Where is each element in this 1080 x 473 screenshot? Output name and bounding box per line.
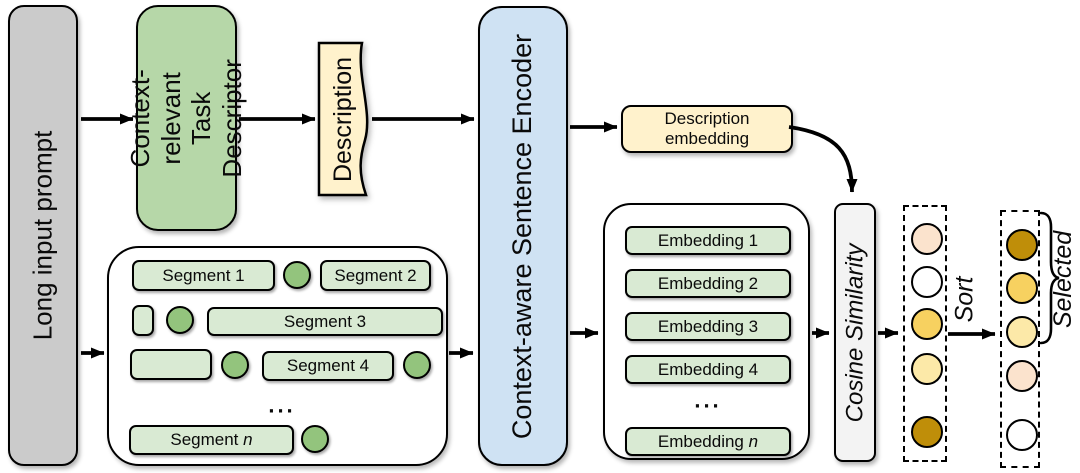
- task-descriptor-node: Context-relevant Task Descriptor: [125, 5, 247, 231]
- score-circle-white: [911, 266, 943, 298]
- embedding-2-label: Embedding 2: [657, 273, 759, 293]
- segments-ellipsis: ...: [268, 392, 296, 418]
- embedding-n-symbol: n: [748, 431, 759, 451]
- score-circle-pale-yellow: [911, 353, 943, 385]
- segment-separator-circle: [301, 425, 329, 453]
- embedding-n-label: Embedding: [657, 431, 744, 451]
- embedding-4-label: Embedding 4: [657, 359, 759, 379]
- segment-2-chip: Segment 2: [320, 260, 431, 291]
- selected-label: Selected: [1049, 230, 1078, 328]
- score-circle-peach: [911, 223, 943, 255]
- document-shape-icon: [317, 41, 369, 197]
- segment-n-symbol: n: [243, 430, 253, 449]
- selected-group: Selected: [1044, 230, 1080, 327]
- description-label: Description: [329, 56, 358, 182]
- segment-separator-circle: [283, 261, 311, 289]
- embedding-1-chip: Embedding 1: [625, 226, 791, 255]
- segment-3-label: Segment 3: [283, 311, 367, 331]
- embeddings-ellipsis: ...: [694, 387, 722, 413]
- score-circle-dark-gold: [1006, 229, 1038, 261]
- sorted-scores-column: [1000, 210, 1040, 468]
- score-circle-white: [1006, 419, 1038, 451]
- description-embedding-node: Description embedding: [621, 105, 793, 153]
- embedding-3-chip: Embedding 3: [625, 312, 791, 341]
- segment-n-label: Segment: [170, 430, 239, 449]
- sentence-encoder-node: Context-aware Sentence Encoder: [478, 6, 568, 466]
- segment-separator-circle: [221, 351, 249, 379]
- cosine-similarity-node: Cosine Similarity: [834, 203, 876, 462]
- long-input-prompt-node: Long input prompt: [8, 5, 78, 466]
- description-document-shape: Description: [316, 40, 372, 198]
- sort-step: Sort: [938, 269, 992, 329]
- sort-label: Sort: [950, 276, 979, 322]
- segment-1-label: Segment 1: [162, 265, 245, 285]
- segment-3-chip: Segment 3: [207, 307, 443, 336]
- unsorted-scores-column: [903, 205, 947, 462]
- segment-1-chip: Segment 1: [132, 260, 275, 291]
- score-circle-gold: [911, 308, 943, 340]
- long-input-prompt-label: Long input prompt: [27, 130, 58, 341]
- embedding-4-chip: Embedding 4: [625, 355, 791, 384]
- segments-container: Segment 1 Segment 2 Segment 3 Segment 4 …: [107, 246, 448, 466]
- embeddings-container: Embedding 1 Embedding 2 Embedding 3 Embe…: [603, 203, 810, 460]
- arrow-desc-embedding-to-cosine: [788, 125, 858, 193]
- task-descriptor-label: Context-relevant Task Descriptor: [125, 58, 248, 178]
- segment-4-label: Segment 4: [286, 356, 370, 375]
- segment-separator-circle: [166, 306, 194, 334]
- score-circle-dark-gold: [911, 416, 943, 448]
- segment-small-chip: [132, 305, 154, 336]
- embedding-2-chip: Embedding 2: [625, 269, 791, 298]
- segment-separator-circle: [403, 351, 431, 379]
- segment-4-chip: Segment 4: [262, 351, 394, 381]
- score-circle-peach: [1006, 360, 1038, 392]
- score-circle-gold: [1006, 272, 1038, 304]
- segment-unlabeled-chip: [130, 349, 212, 380]
- document-shape-path: [317, 41, 369, 197]
- cosine-similarity-label: Cosine Similarity: [841, 243, 868, 422]
- embedding-3-label: Embedding 3: [657, 316, 759, 336]
- segment-2-label: Segment 2: [334, 265, 417, 285]
- sentence-encoder-label: Context-aware Sentence Encoder: [507, 33, 538, 439]
- embedding-1-label: Embedding 1: [657, 230, 759, 250]
- description-embedding-label: Description embedding: [664, 109, 750, 148]
- score-circle-pale-yellow: [1006, 316, 1038, 348]
